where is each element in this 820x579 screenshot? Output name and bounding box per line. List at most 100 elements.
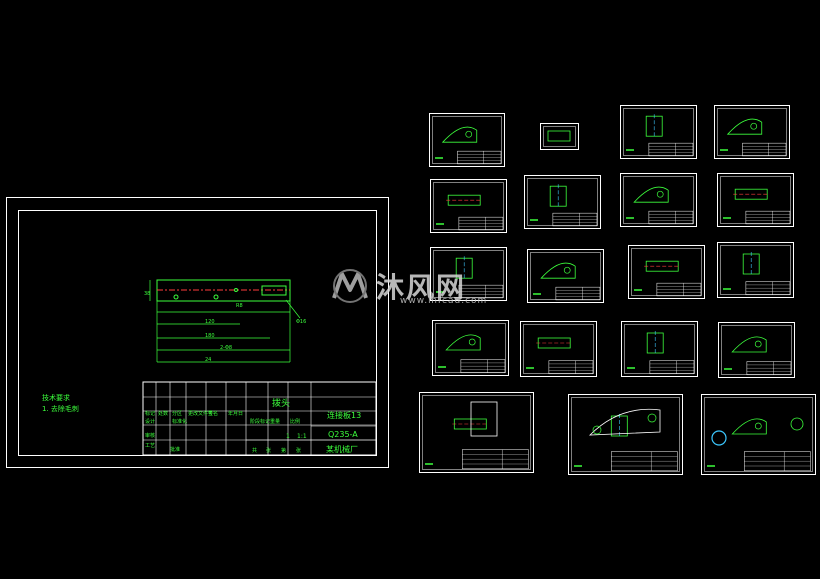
detail-sheet-frame [530,252,601,300]
detail-sheet-frame [435,323,506,373]
mfcad-logo-icon [332,269,368,303]
title-block-cell: 第 [281,448,287,454]
detail-sheet-frame [631,248,702,296]
detail-hole [647,413,657,423]
title-block-cell: 标记 [145,411,156,417]
detail-sheet-border [717,242,794,298]
detail-sheet-frame [623,108,694,156]
title-block-cell: 年月日 [228,411,244,417]
detail-hole [592,425,602,435]
title-block-cell: 设计 [145,419,156,425]
detail-sheet-border [714,105,790,159]
title-block-cell: 批准 [170,447,181,453]
title-block-cell: 更改文件号 [188,411,214,417]
part-hole [213,294,219,300]
detail-sheet-border [701,394,816,475]
dimension-label: 2-Φ8 [220,345,233,351]
block-outline [470,401,498,437]
detail-sheet-border [430,179,507,233]
detail-sheet-frame [721,325,792,375]
detail-part-outline [540,262,576,279]
detail-hole [754,422,762,430]
detail-sheet-border [540,123,579,150]
title-block [142,381,377,456]
detail-sheet-border [621,321,698,377]
title-block-cell: 标准化 [172,419,188,425]
lever-outline [588,408,661,436]
detail-sheet-frame [720,245,791,295]
dimension-label: Φ16 [296,319,307,325]
leader-line [285,299,301,319]
dimension-label: 180 [205,333,215,339]
title-block-cell: 比例 [290,419,301,425]
detail-sheet-frame [717,108,787,156]
detail-sheet-frame [433,250,504,298]
detail-part-outline [441,126,478,143]
watermark: 沐风网 www.mfcad.com [330,266,486,306]
detail-sheet-border [628,245,705,299]
title-block-cell: 张 [266,448,272,454]
detail-sheet-border [432,320,509,376]
detail-hole [750,122,758,130]
dimension-label: 120 [205,319,215,325]
detail-sheet-border [429,113,505,167]
detail-part-outline [731,418,767,435]
detail-hole [468,338,476,346]
watermark-url: www.mfcad.com [400,296,488,306]
detail-hole [754,340,762,348]
tech-requirements-line: 1. 去除毛刺 [42,405,79,413]
detail-part-outline [547,130,571,142]
detail-sheet-frame [527,178,598,226]
detail-sheet-border [717,173,794,227]
part-hole [234,288,238,292]
dimension-label: 38 [144,291,151,297]
material-label: Q235-A [328,430,358,439]
detail-sheet-frame [432,116,502,164]
scale-label: 1:1 [297,433,307,440]
title-block-cell: 共 [252,448,258,454]
detail-sheet-frame [422,395,531,470]
detail-part-outline [633,186,669,203]
detail-sheet-border [620,173,697,227]
detail-hole [563,266,571,274]
gear-section [711,430,727,446]
part-slot [261,285,287,296]
dimension-label: R8 [236,303,243,309]
detail-part-outline [726,118,763,135]
company-label: 某机械厂 [326,445,358,454]
detail-hole [790,417,804,431]
dimension-label: 24 [205,357,212,363]
title-block-cell: 张 [296,448,302,454]
detail-sheet-border [524,175,601,229]
detail-part-outline [445,334,481,351]
detail-sheet-frame [720,176,791,224]
tech-requirements-title: 技术要求 [42,394,70,402]
detail-part-outline [731,336,767,353]
detail-sheet-border [430,247,507,301]
detail-sheet-frame [433,182,504,230]
detail-sheet-border [527,249,604,303]
detail-sheet-frame [543,126,576,147]
detail-sheet-border [520,321,597,377]
detail-sheet-frame [623,176,694,224]
title-block-cell: 阶段标记 [250,419,271,425]
detail-sheet-frame [704,397,813,472]
detail-sheet-frame [571,397,680,472]
main-sheet-border [6,197,389,468]
main-sheet-inner-frame [18,210,377,456]
title-block-cell: 签名 [208,411,219,417]
watermark-brand: 沐风网 [376,271,467,304]
part-hole [173,294,179,300]
title-block-cell: 工艺 [145,443,156,449]
detail-hole [465,130,473,138]
detail-sheet-frame [624,324,695,374]
title-block-cell: 处数 [158,411,169,417]
title-block-cell: 审核 [145,433,156,439]
qty-label: 1 [286,433,290,440]
title-block-cell: 重量 [270,419,281,425]
detail-sheet-border [568,394,683,475]
part-name: 拨头 [272,399,291,409]
drawing-code: 连接板13 [327,411,362,420]
detail-sheet-border [419,392,534,473]
